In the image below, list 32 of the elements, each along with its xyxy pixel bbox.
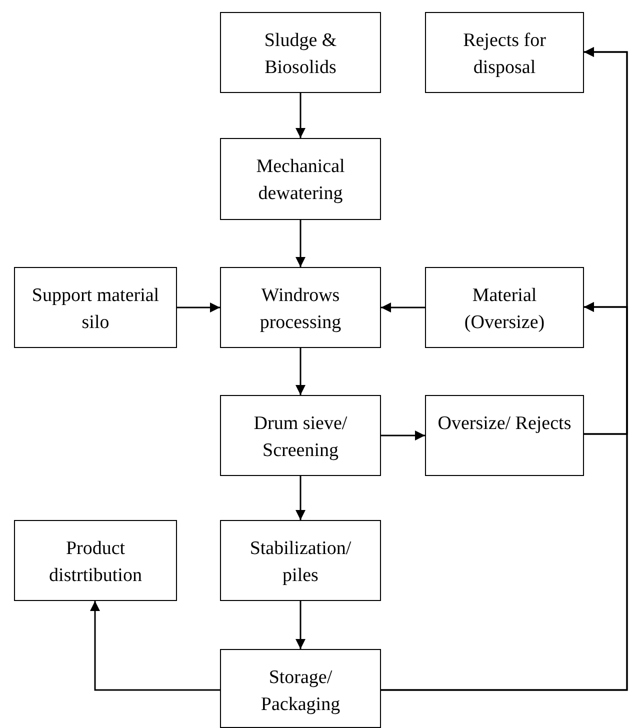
box-label: Drum sieve/ Screening [252, 412, 348, 463]
process-box [425, 12, 584, 93]
box-label: Sludge & Biosolids [263, 29, 338, 80]
box-label: Material (Oversize) [463, 284, 546, 335]
arrow [584, 302, 628, 435]
box-label: Windrows processing [258, 284, 342, 335]
process-box [14, 520, 177, 601]
box-label: Storage/ Packaging [260, 666, 342, 717]
process-box [425, 267, 584, 348]
box-label: Oversize/ Rejects [438, 412, 572, 436]
arrow [296, 476, 306, 520]
box-label: Stabilization/ piles [248, 537, 352, 588]
process-box [220, 12, 381, 93]
arrow [90, 601, 220, 691]
process-box [220, 649, 381, 728]
arrow [381, 302, 425, 312]
box-label: Rejects for disposal [462, 29, 547, 80]
process-box [220, 267, 381, 348]
arrow [381, 430, 425, 440]
arrow [296, 93, 306, 138]
box-label: Support material silo [30, 284, 160, 335]
arrow [296, 348, 306, 395]
process-box [14, 267, 177, 348]
process-box [220, 138, 381, 220]
arrow [296, 220, 306, 267]
arrow [296, 601, 306, 649]
box-label: Mechanical dewatering [255, 155, 346, 206]
process-box [425, 395, 584, 476]
process-box [220, 395, 381, 476]
box-label: Product distrtibution [48, 537, 143, 588]
process-box [220, 520, 381, 601]
arrow [177, 302, 220, 312]
